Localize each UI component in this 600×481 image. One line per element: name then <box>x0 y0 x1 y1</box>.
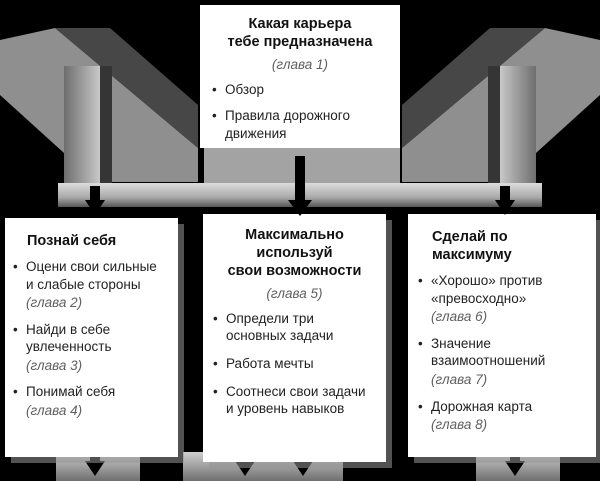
item-label: Дорожная карта <box>431 398 533 414</box>
item-text: «Хорошо» против «превосходно» (глава 6) <box>431 272 588 326</box>
bottom-arrow-right-icon <box>505 461 525 476</box>
middle-box-chapter-label: (глава 5) <box>266 286 323 302</box>
item-chapter-label: (глава 7) <box>431 371 488 387</box>
middle-box-item-list: • Определи три основных задачи • Работа … <box>213 310 376 418</box>
item-chapter-label: (глава 8) <box>431 417 488 433</box>
bullet-icon: • <box>418 398 423 414</box>
item-label: Значение взаимоотношений <box>431 335 546 369</box>
item-text: Значение взаимоотношений (глава 7) <box>431 335 588 389</box>
bottom-arrow-center1-icon <box>235 461 255 476</box>
down-arrow-center-stem <box>295 156 305 202</box>
right-pillar-shape <box>500 66 536 186</box>
item-label: «Хорошо» против «превосходно» <box>431 273 543 306</box>
bullet-icon: • <box>213 356 218 372</box>
item-text: Дорожная карта (глава 8) <box>431 398 588 434</box>
left-pillar-side-shape <box>100 66 112 186</box>
middle-box-title-line2: свои возможности <box>227 263 362 280</box>
list-item: • Значение взаимоотношений (глава 7) <box>418 335 588 389</box>
down-arrow-center-icon <box>288 200 312 216</box>
maximize-opportunities-box: Максимально используй свои возможности (… <box>203 214 386 462</box>
left-box-title: Познай себя <box>27 233 117 249</box>
item-label: Понимай себя <box>26 384 116 400</box>
list-item: • Определи три основных задачи <box>213 310 376 345</box>
bullet-icon: • <box>418 273 423 289</box>
top-box-title: Какая карьера тебе предназначена <box>212 15 388 51</box>
right-box-item-list: • «Хорошо» против «превосходно» (глава 6… <box>418 272 588 433</box>
bullet-icon: • <box>213 310 218 326</box>
top-box-title-line1: Какая карьера <box>248 16 352 32</box>
bullet-icon: • <box>13 321 18 337</box>
item-text: Найди в себе увлеченность (глава 3) <box>26 321 168 375</box>
bullet-icon: • <box>212 81 217 97</box>
item-chapter-label: (глава 2) <box>26 295 83 311</box>
item-text: Соотнеси свои задачи и уровень навыков <box>226 383 366 417</box>
top-chapter-box: Какая карьера тебе предназначена (глава … <box>200 5 400 148</box>
down-arrow-left-icon <box>85 200 105 215</box>
know-yourself-box: Познай себя • Оцени свои сильные и слабы… <box>5 218 178 457</box>
list-item: • Найди в себе увлеченность (глава 3) <box>13 321 168 375</box>
list-item: • Оцени свои сильные и слабые стороны (г… <box>13 258 168 312</box>
top-box-title-line2: тебе предназначена <box>227 34 373 51</box>
item-text: Работа мечты <box>226 356 314 372</box>
bottom-arrow-left-icon <box>85 461 105 476</box>
middle-box-title: Максимально используй свои возможности <box>213 226 376 280</box>
item-text: Понимай себя (глава 4) <box>26 383 168 419</box>
middle-box-title-line1: Максимально используй <box>245 227 344 262</box>
left-pillar-shape <box>64 66 100 186</box>
item-label: Найди в себе увлеченность <box>26 321 112 355</box>
left-box-item-list: • Оцени свои сильные и слабые стороны (г… <box>13 258 168 419</box>
right-pillar-side-shape <box>488 66 500 186</box>
item-chapter-label: (глава 6) <box>431 309 488 325</box>
right-box-title: Сделай по максимуму <box>432 229 512 264</box>
bullet-icon: • <box>13 384 18 400</box>
down-arrow-left-stem <box>90 186 100 202</box>
item-chapter-label: (глава 4) <box>26 402 83 418</box>
top-box-chapter-label: (глава 1) <box>271 57 329 73</box>
item-text: Обзор <box>225 81 264 97</box>
item-chapter-label: (глава 3) <box>26 357 83 373</box>
item-text: Правила дорожного движения <box>225 108 350 141</box>
list-item: • Дорожная карта (глава 8) <box>418 398 588 434</box>
item-label: Оцени свои сильные и слабые стороны <box>26 259 157 292</box>
top-box-item-list: • Обзор • Правила дорожного движения <box>212 81 388 143</box>
bullet-icon: • <box>13 259 18 275</box>
down-arrow-right-stem <box>500 186 510 202</box>
item-text: Оцени свои сильные и слабые стороны (гла… <box>26 258 168 312</box>
list-item: • Обзор <box>212 81 388 99</box>
list-item: • Понимай себя (глава 4) <box>13 383 168 419</box>
list-item: • «Хорошо» против «превосходно» (глава 6… <box>418 272 588 326</box>
down-arrow-right-icon <box>495 200 515 215</box>
list-item: • Правила дорожного движения <box>212 107 388 142</box>
bullet-icon: • <box>213 383 218 399</box>
item-text: Определи три основных задачи <box>226 310 334 344</box>
list-item: • Соотнеси свои задачи и уровень навыков <box>213 383 376 418</box>
bullet-icon: • <box>418 335 423 351</box>
list-item: • Работа мечты <box>213 355 376 373</box>
bottom-arrow-center2-icon <box>293 461 313 476</box>
do-your-best-box: Сделай по максимуму • «Хорошо» против «п… <box>408 214 596 457</box>
bullet-icon: • <box>212 108 217 124</box>
